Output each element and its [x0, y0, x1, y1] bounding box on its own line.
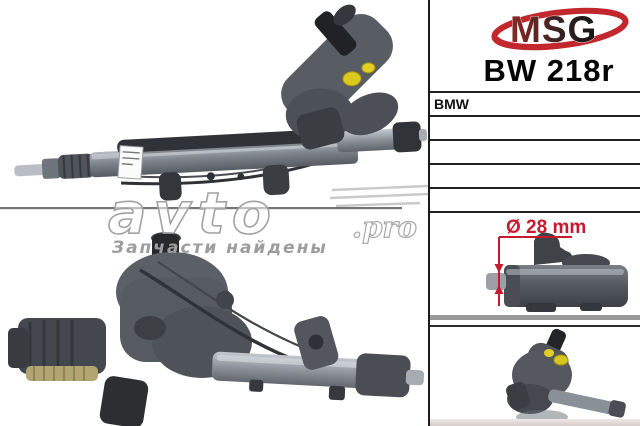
fitment-table: BMW	[430, 91, 640, 213]
section-separator-line	[430, 325, 640, 327]
rack-boot	[57, 153, 95, 179]
fitment-row	[430, 165, 640, 189]
info-panel: MSG BW 218r BMW	[428, 0, 640, 426]
input-shaft	[314, 11, 357, 56]
product-label	[117, 145, 144, 180]
photo-area: avto .pro Запчасти найдены	[0, 4, 428, 426]
valve-housing	[281, 4, 399, 150]
fitment-row	[430, 189, 640, 213]
brand-logo: MSG	[491, 7, 629, 51]
yellow-cap	[553, 354, 569, 366]
mount-bushing	[158, 172, 182, 201]
yellow-cap	[544, 349, 554, 357]
thumbnail-rack-illustration	[506, 328, 626, 424]
tie-rod-tip	[14, 164, 45, 177]
fitment-row-make: BMW	[430, 93, 640, 117]
side-cylinder	[18, 318, 106, 374]
yellow-cap	[342, 71, 362, 87]
product-thumbnail	[506, 328, 626, 424]
thumbnail-bottom-shadow	[430, 419, 640, 426]
product-photo-detail	[8, 232, 425, 426]
measured-part-illustration	[486, 232, 628, 312]
part-number: BW 218r	[483, 53, 615, 88]
steering-rack-illustration	[14, 4, 428, 201]
dimension-label: Ø 28 mm	[506, 217, 586, 238]
yellow-cap	[361, 62, 376, 74]
thumbnail-section	[430, 327, 640, 426]
mount-bushing	[262, 164, 290, 196]
fitment-row	[430, 117, 640, 141]
section-separator-bar	[430, 315, 640, 320]
mount-bracket	[294, 316, 339, 370]
product-photo-main	[14, 4, 428, 201]
fitment-row	[430, 141, 640, 165]
logo-swoosh	[491, 7, 629, 51]
threaded-rack-end	[26, 366, 98, 381]
dimension-annotation: Ø 28 mm	[494, 217, 586, 306]
dimension-diagram: Ø 28 mm	[486, 217, 628, 312]
mount-clamp	[99, 376, 149, 426]
steering-rack-closeup-illustration	[8, 232, 425, 426]
